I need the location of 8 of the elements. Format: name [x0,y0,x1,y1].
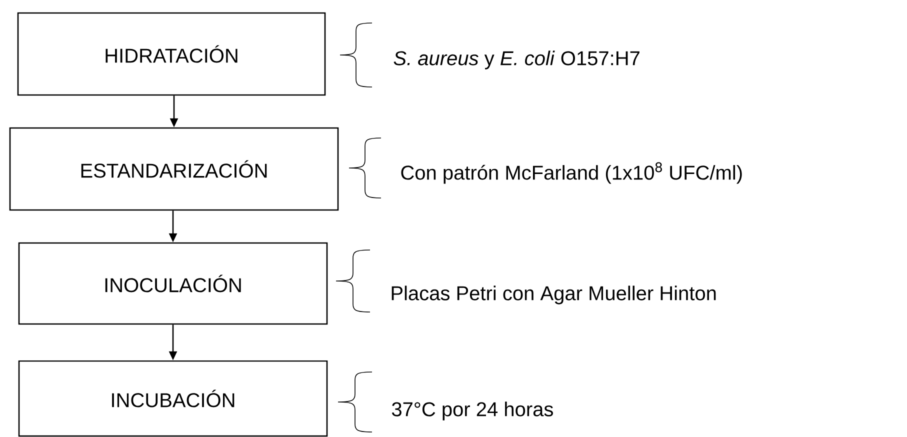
annotation-text: Con patrón McFarland (1x10$^{8}$ UFC/ml) [401,162,742,184]
annotation-text: Placas Petri con Agar Mueller Hinton [392,286,716,304]
process-box: HIDRATACIÓN [17,12,326,96]
process-box: ESTANDARIZACIÓN [9,127,339,211]
annotation-text: 37°C por 24 horas [392,402,553,420]
process-box: INOCULACIÓN [18,242,328,325]
process-box: INCUBACIÓN [18,360,328,437]
annotation-text: S. aureus y E. coli O157:H7 [394,50,640,70]
